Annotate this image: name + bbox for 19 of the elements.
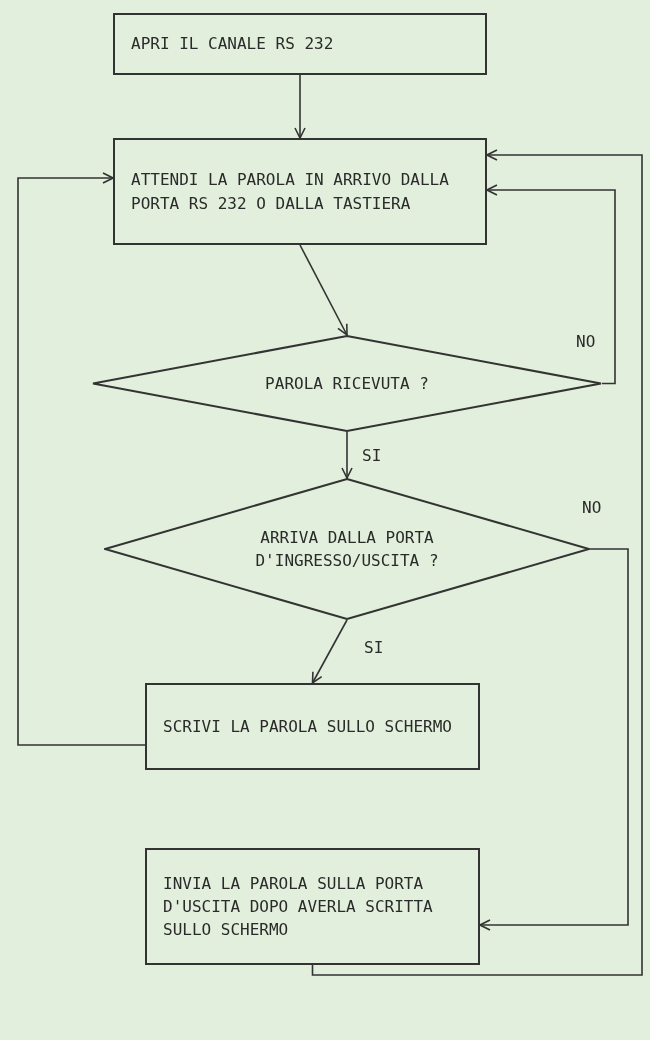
process-box <box>145 683 480 770</box>
arrow <box>486 184 616 385</box>
arrow <box>311 149 643 976</box>
step-text: SCRIVI LA PAROLA SULLO SCHERMO <box>163 715 452 738</box>
decision-text: PAROLA RICEVUTA ? <box>265 372 429 395</box>
process-box <box>113 138 487 245</box>
step-text: INVIA LA PAROLA SULLA PORTA D'USCITA DOPO AVERLA SCRITTA SULLO SCHERMO <box>163 872 434 942</box>
arrow <box>479 548 629 931</box>
arrow <box>294 74 306 139</box>
decision-diamond <box>92 335 602 432</box>
step-text: APRI IL CANALE RS 232 <box>131 33 334 56</box>
arrow <box>311 619 348 684</box>
arrow <box>17 172 146 746</box>
arrow <box>299 244 348 336</box>
process-box <box>145 848 480 965</box>
step-text: ATTENDI LA PAROLA IN ARRIVO DALLA PORTA RS 232 O DALLA TASTIERA <box>131 169 450 215</box>
arrow <box>341 431 353 479</box>
process-box <box>113 13 487 75</box>
decision-text: ARRIVA DALLA PORTA D'INGRESSO/USCITA ? <box>254 526 440 572</box>
